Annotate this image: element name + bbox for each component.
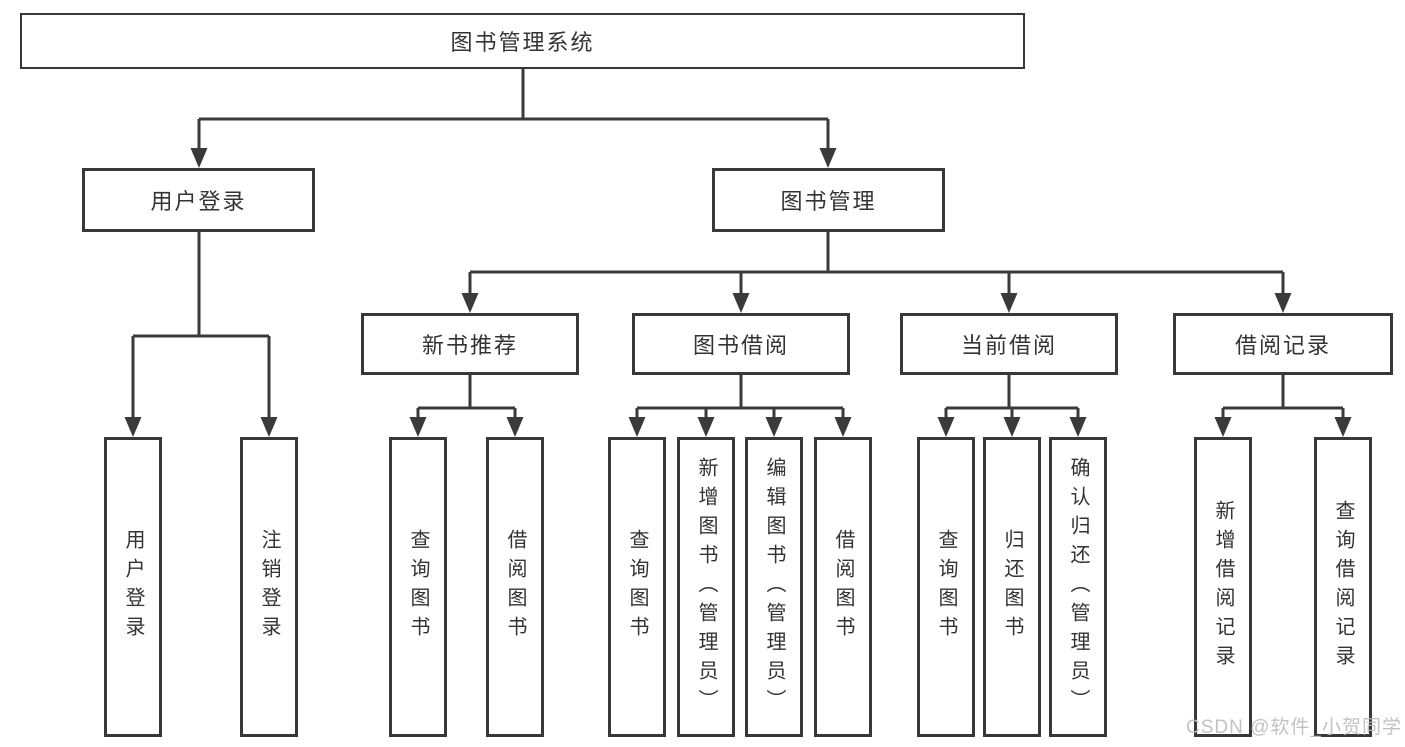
node-label: 借阅记录 [1234,333,1331,358]
node-label: 查询图书 [935,529,957,645]
leaf-edit-book-admin: 编辑图书（管理员） [745,437,803,737]
leaf-query-books-current: 查询图书 [917,437,975,737]
node-label: 归还图书 [1001,529,1023,645]
node-label: 新增图书（管理员） [695,456,717,718]
node-library-management-system: 图书管理系统 [20,13,1025,69]
node-current-borrowing: 当前借阅 [900,313,1118,375]
node-book-management: 图书管理 [712,168,945,232]
csdn-watermark: CSDN @软件_小贺同学 [1186,717,1402,738]
node-label: 当前借阅 [960,333,1057,358]
leaf-query-borrow-record: 查询借阅记录 [1314,437,1372,737]
leaf-user-login: 用户登录 [104,437,162,737]
leaf-query-books-recommend: 查询图书 [389,437,447,737]
leaf-logout: 注销登录 [240,437,298,737]
node-label: 新书推荐 [421,333,518,358]
node-user-login: 用户登录 [82,168,315,232]
node-label: 用户登录 [122,529,144,645]
node-label: 查询图书 [626,529,648,645]
node-new-book-recommendation: 新书推荐 [361,313,579,375]
node-label: 查询图书 [407,529,429,645]
leaf-query-books-borrow: 查询图书 [608,437,666,737]
node-label: 注销登录 [258,529,280,645]
node-label: 图书借阅 [692,333,789,358]
node-label: 用户登录 [150,189,247,214]
node-label: 借阅图书 [832,529,854,645]
node-book-borrowing: 图书借阅 [632,313,850,375]
node-label: 新增借阅记录 [1212,500,1234,674]
node-borrowing-records: 借阅记录 [1173,313,1393,375]
node-label: 查询借阅记录 [1332,500,1354,674]
arrowheads [124,148,1352,437]
node-label: 编辑图书（管理员） [763,456,785,718]
node-label: 图书管理系统 [450,30,595,55]
node-label: 图书管理 [780,189,877,214]
node-label: 借阅图书 [504,529,526,645]
leaf-return-books: 归还图书 [983,437,1041,737]
node-label: 确认归还（管理员） [1067,456,1089,718]
leaf-borrow-books-borrow: 借阅图书 [814,437,872,737]
leaf-borrow-books-recommend: 借阅图书 [486,437,544,737]
leaf-add-book-admin: 新增图书（管理员） [677,437,735,737]
leaf-confirm-return-admin: 确认归还（管理员） [1049,437,1107,737]
leaf-add-borrow-record: 新增借阅记录 [1194,437,1252,737]
